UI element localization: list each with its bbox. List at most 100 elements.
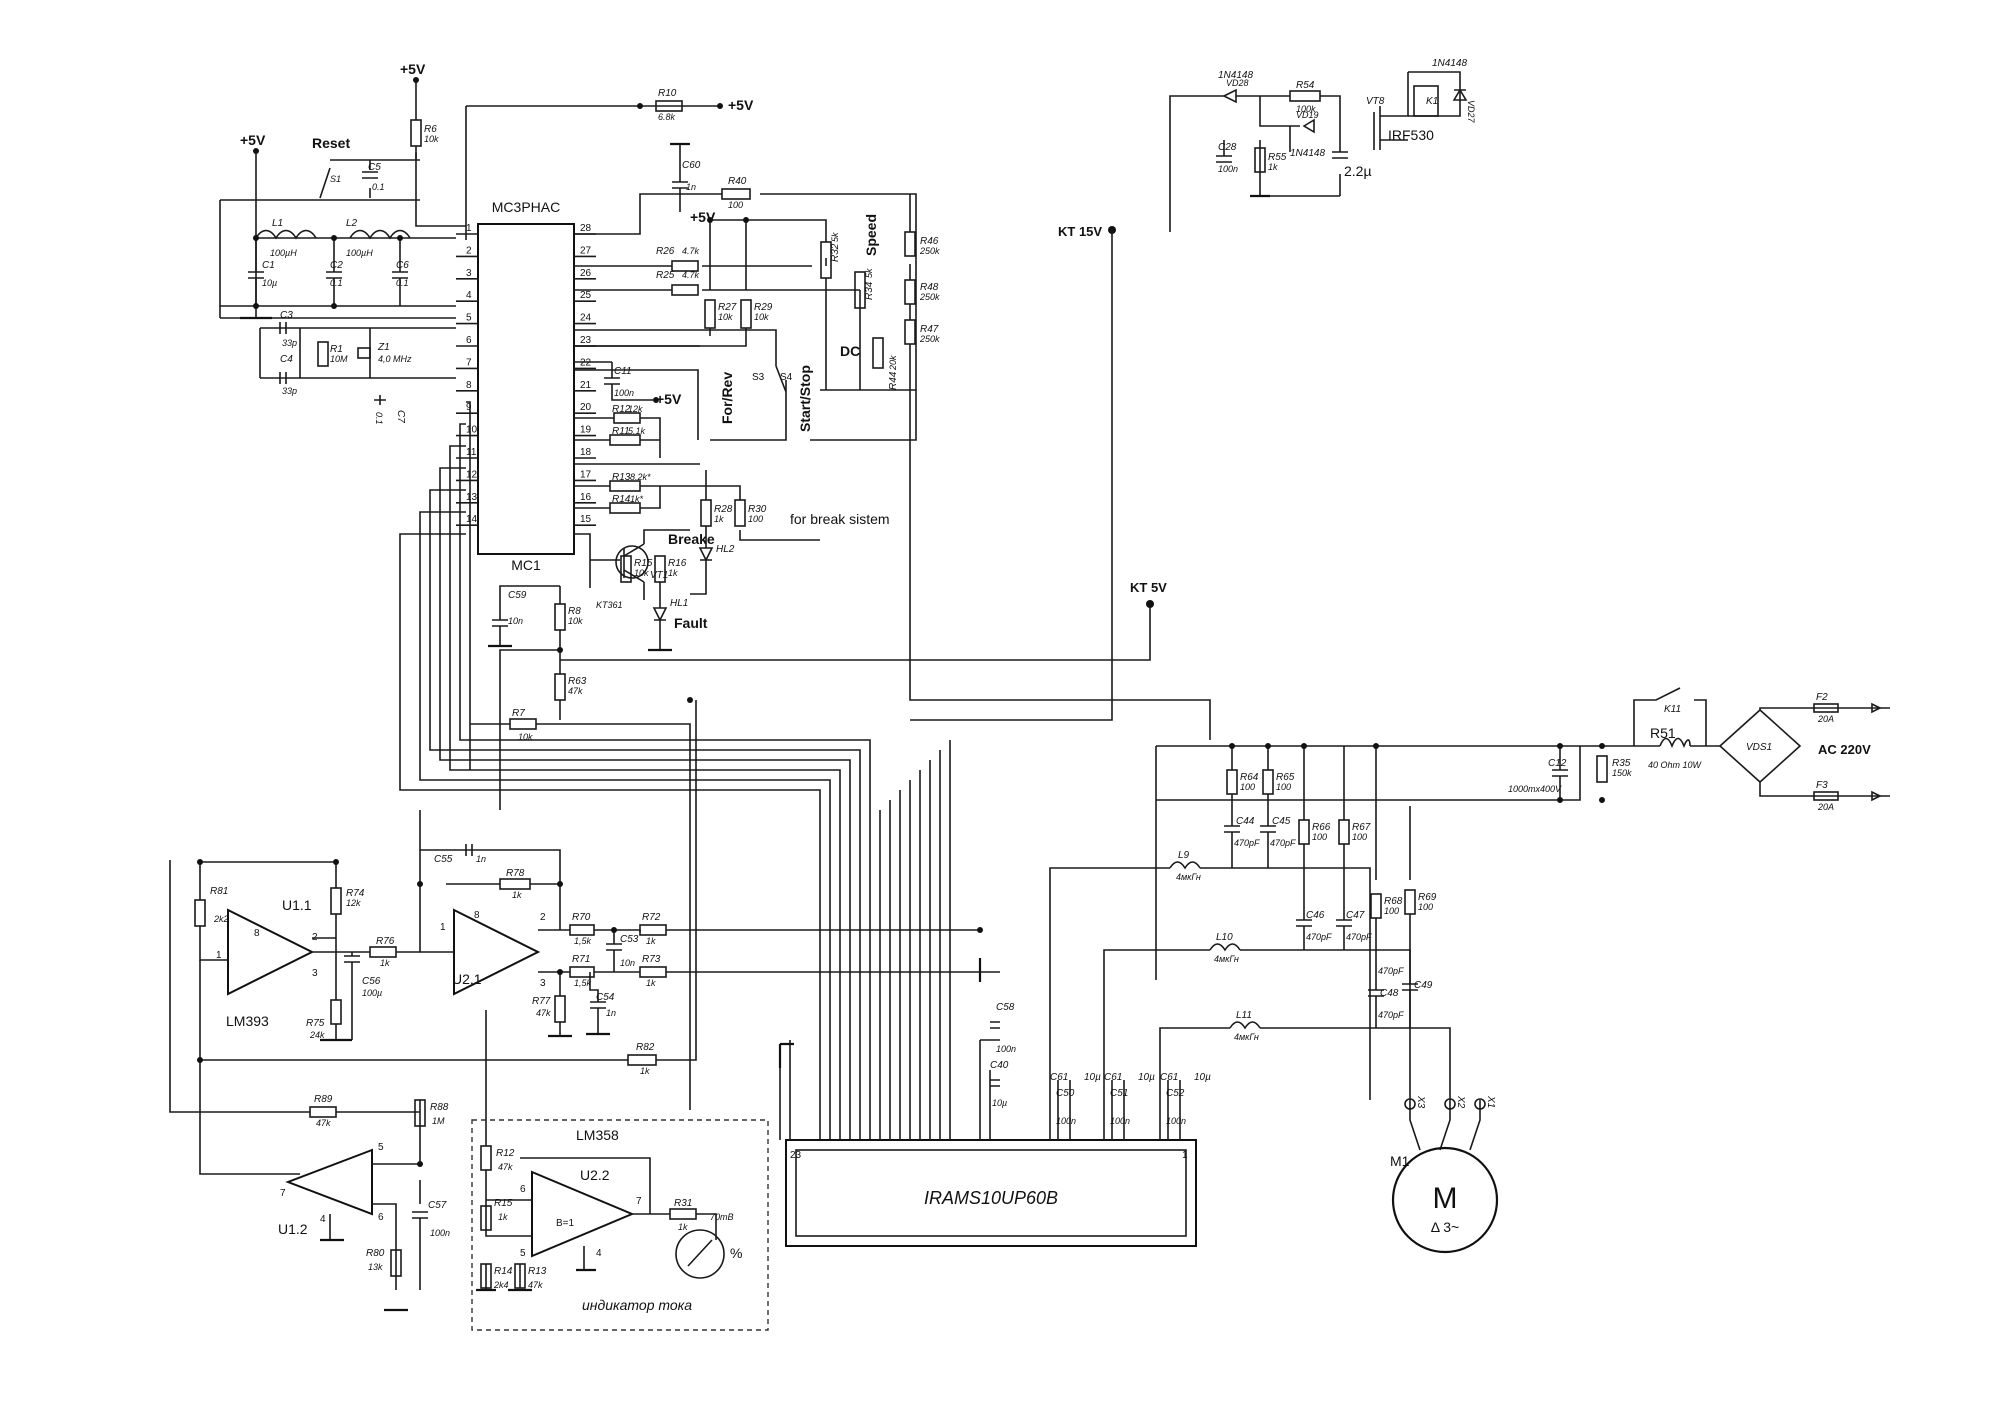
r47-ref: R47 [920, 324, 939, 335]
r63-value: 47k [568, 686, 583, 696]
vds1-ref: VDS1 [1746, 742, 1772, 753]
vt1-ref: VT1 [650, 570, 668, 581]
f3-value: 20A [1817, 802, 1834, 812]
r55-ref: R55 [1268, 152, 1287, 163]
c57-value: 100n [430, 1228, 450, 1238]
c45-value: 470pF [1270, 838, 1296, 848]
c40-value: 10µ [992, 1098, 1007, 1108]
s3-label: S3 [752, 372, 765, 383]
irams-pin23: 23 [790, 1150, 802, 1161]
kt5-label: KT 5V [1130, 580, 1167, 595]
c57-ref: C57 [428, 1200, 447, 1211]
irams-module [785, 1139, 1197, 1247]
u22-gnds [476, 1268, 596, 1292]
r89-resistor [309, 1106, 337, 1118]
ac-arrows [1871, 702, 1882, 802]
r65-resistor [1262, 769, 1274, 795]
r7-value: 10k [518, 732, 533, 742]
junction-dot [331, 303, 337, 309]
c6-cap [392, 238, 408, 306]
motor-body [1391, 1146, 1499, 1254]
bootstrap-wires [1057, 1080, 1181, 1140]
l1-inductor [255, 229, 317, 240]
r70-ref: R70 [572, 912, 591, 923]
lm358-label: LM358 [576, 1127, 619, 1143]
r14b-resistor [480, 1263, 492, 1289]
r35-resistor [1596, 755, 1608, 783]
r40-value: 100 [728, 200, 743, 210]
r25-resistor [671, 284, 699, 296]
r40-ref: R40 [728, 176, 747, 187]
c5-ref: C5 [368, 162, 381, 173]
kt5-node [1146, 600, 1154, 608]
r78-ref: R78 [506, 868, 525, 879]
u21-gnds [548, 1032, 610, 1038]
r12-ref: R12 [612, 404, 631, 415]
mc1-bus-lines [399, 423, 871, 1140]
c56-ref: C56 [362, 976, 381, 987]
mc1-pin-number: 3 [466, 268, 472, 279]
x3-terminal [1404, 1098, 1416, 1110]
c11-5v-node [653, 397, 659, 403]
r10-resistor [655, 100, 683, 112]
r69-resistor [1404, 889, 1416, 915]
r46-resistor [904, 231, 916, 257]
dc-wire [810, 389, 917, 441]
u21-pin8: 8 [474, 910, 480, 921]
hl1-ref: HL1 [670, 598, 688, 609]
r6-value: 10k [424, 134, 439, 144]
r6-ref: R6 [424, 124, 437, 135]
c12-cap [1552, 746, 1568, 800]
hl2-ref: HL2 [716, 544, 735, 555]
junction-dot [197, 1057, 203, 1063]
r74-ref: R74 [346, 888, 365, 899]
r29-ref: R29 [754, 302, 773, 313]
r66-ref: R66 [1312, 822, 1331, 833]
r10-wire [465, 105, 720, 240]
c53-ref: C53 [620, 934, 639, 945]
c1-value: 10µ [262, 278, 277, 288]
vt1-body [615, 545, 649, 579]
r13b-ref: R13 [528, 1266, 547, 1277]
r89-ref: R89 [314, 1094, 333, 1105]
r13-ref: R13 [612, 472, 631, 483]
meter-unit: % [730, 1245, 742, 1261]
c50-value: 100n [1056, 1116, 1076, 1126]
c7-cap [374, 395, 386, 405]
breake-label: Breake [668, 531, 715, 547]
u12-opamp [285, 1148, 373, 1216]
r77-c54-wires [559, 972, 606, 1036]
kt15-label: KT 15V [1058, 224, 1102, 239]
r51-ref: R51 [1650, 725, 1676, 741]
l9-ref: L9 [1178, 850, 1190, 861]
junction-dot [253, 303, 259, 309]
k11-switch [1633, 687, 1707, 746]
r77-resistor [554, 995, 566, 1023]
c11-ref: C11 [614, 366, 632, 377]
r26-value: 4.7k [682, 246, 700, 256]
r63-ref: R63 [568, 676, 587, 687]
v5-left-label: +5V [240, 132, 266, 148]
speed-pot-wires [574, 265, 860, 291]
c44-c45-caps [1224, 794, 1276, 868]
motor-leads [1409, 1100, 1481, 1151]
u22-pin6: 6 [520, 1184, 526, 1195]
r31-value: 1k [678, 1222, 688, 1232]
r88-value: 1M [432, 1116, 445, 1126]
c44-ref: C44 [1236, 816, 1255, 827]
r65-value: 100 [1276, 782, 1291, 792]
mc1-title: MC3PHAC [492, 199, 560, 215]
irams-input-lines [879, 740, 951, 1140]
c54-value: 1n [606, 1008, 616, 1018]
r13-resistor [609, 480, 641, 492]
x3-label: X3 [1415, 1095, 1426, 1109]
c61-value-3: 10µ [1194, 1072, 1211, 1083]
r14-value: 1k* [630, 494, 644, 504]
kt5-wire [499, 604, 1151, 810]
r47-resistor [904, 319, 916, 345]
r70-value: 1,5k [574, 936, 592, 946]
mc1-pin-number: 9 [466, 402, 472, 413]
c60-value: 1n [686, 182, 696, 192]
r16-ref: R16 [668, 558, 687, 569]
junction-dot [417, 881, 423, 887]
